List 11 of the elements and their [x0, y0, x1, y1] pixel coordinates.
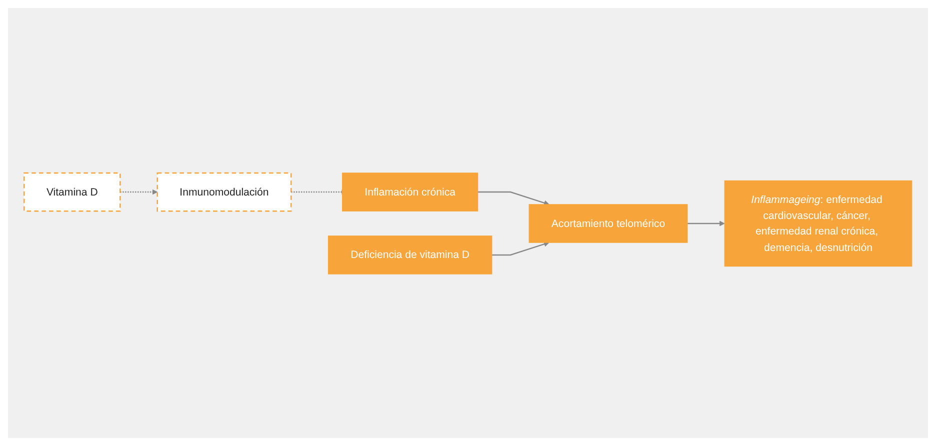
arrow [478, 190, 550, 206]
node-box: Acortamiento telomérico [528, 204, 688, 242]
node-box: Inflamación crónica [342, 172, 478, 211]
node-box: Deficiencia de vitamina D [328, 235, 492, 274]
connector [291, 188, 343, 195]
arrow [687, 220, 725, 226]
node-box: Inflammageing: enfermedad cardiovascular, cáncer, enfermedad renal crónica, demencia, desnutrición [724, 180, 912, 266]
arrow [492, 240, 550, 256]
node-box: Vitamina D [24, 172, 121, 212]
node-box: Inmunomodulación [156, 172, 292, 212]
arrow [120, 188, 158, 194]
